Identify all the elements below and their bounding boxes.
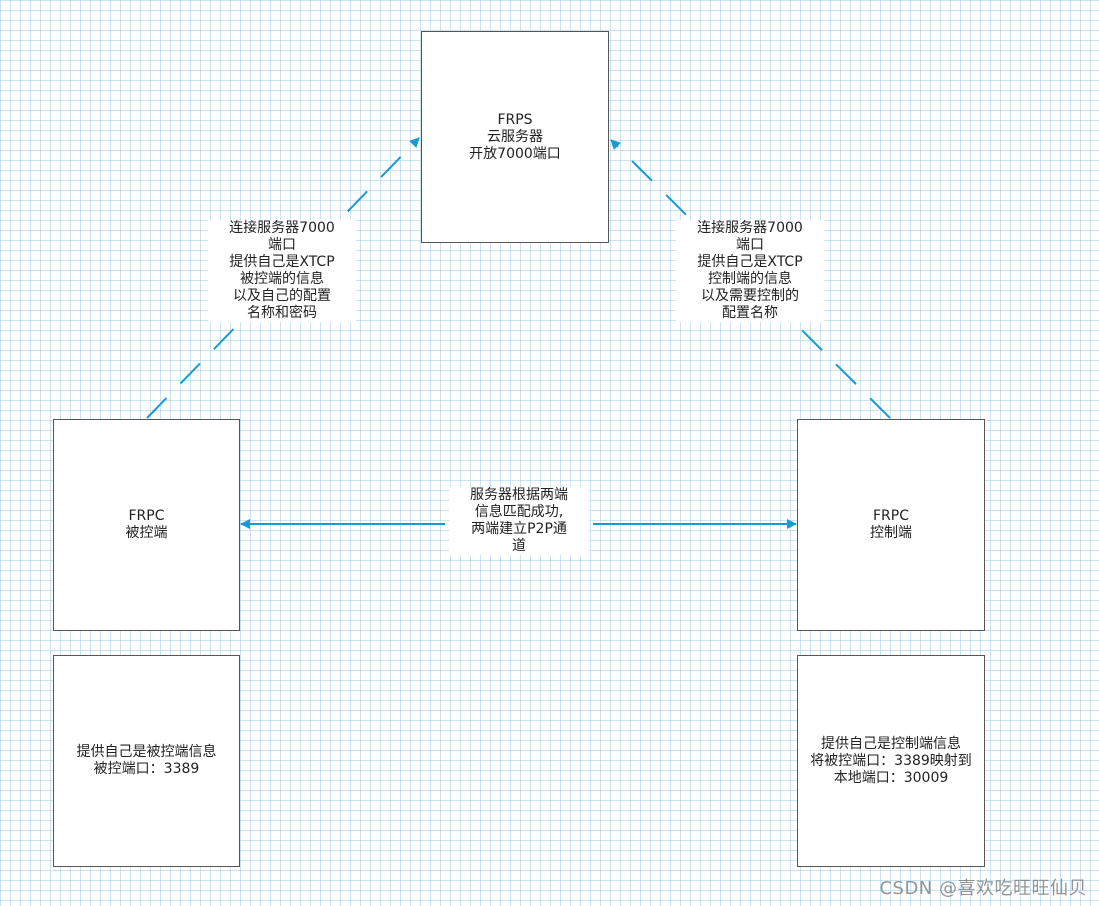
frpc-controlled-label: FRPC 被控端 — [125, 508, 168, 541]
frps-server-label: FRPS 云服务器 开放7000端口 — [469, 111, 561, 162]
right-edge-label: 连接服务器7000 端口 提供自己是XTCP 控制端的信息 以及需要控制的 配置… — [676, 220, 824, 322]
frpc-controlled-box: FRPC 被控端 — [53, 419, 240, 631]
controller-info-label: 提供自己是控制端信息 将被控端口：3389映射到 本地端口：30009 — [810, 735, 972, 786]
frpc-controller-label: FRPC 控制端 — [870, 508, 912, 541]
left-edge-label: 连接服务器7000 端口 提供自己是XTCP 被控端的信息 以及自己的配置 名称… — [208, 220, 356, 322]
frpc-controller-box: FRPC 控制端 — [797, 419, 985, 631]
controller-info-box: 提供自己是控制端信息 将被控端口：3389映射到 本地端口：30009 — [797, 655, 985, 867]
controlled-info-label: 提供自己是被控端信息 被控端口：3389 — [76, 744, 217, 777]
frps-server-box: FRPS 云服务器 开放7000端口 — [421, 31, 609, 243]
watermark: CSDN @喜欢吃旺旺仙贝 — [879, 878, 1087, 899]
controlled-info-box: 提供自己是被控端信息 被控端口：3389 — [53, 655, 240, 867]
middle-edge-label: 服务器根据两端 信息匹配成功, 两端建立P2P通 道 — [449, 487, 589, 555]
